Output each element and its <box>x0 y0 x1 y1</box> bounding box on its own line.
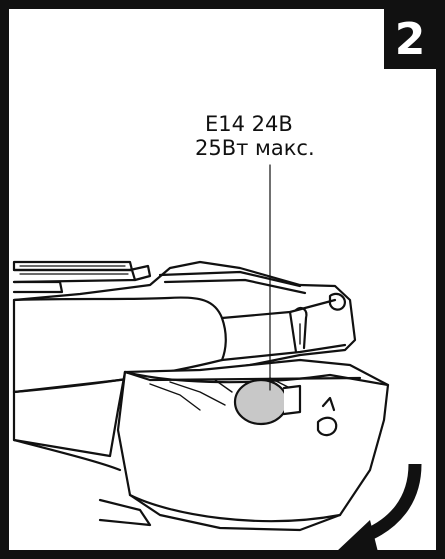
light-bulb-icon <box>233 378 302 426</box>
bulb-spec-line1: E14 24B <box>205 112 293 136</box>
filter-rail <box>12 260 152 294</box>
curved-arrow-down-left-icon <box>336 463 422 552</box>
step-number: 2 <box>394 13 426 65</box>
bulb-spec-label: E14 24B 25Вт макс. <box>195 112 355 160</box>
step-number-badge: 2 <box>384 9 436 69</box>
hood-lower-body <box>12 370 152 527</box>
bulb-spec-line2: 25Вт макс. <box>195 136 315 160</box>
lamp-cover <box>116 358 390 532</box>
